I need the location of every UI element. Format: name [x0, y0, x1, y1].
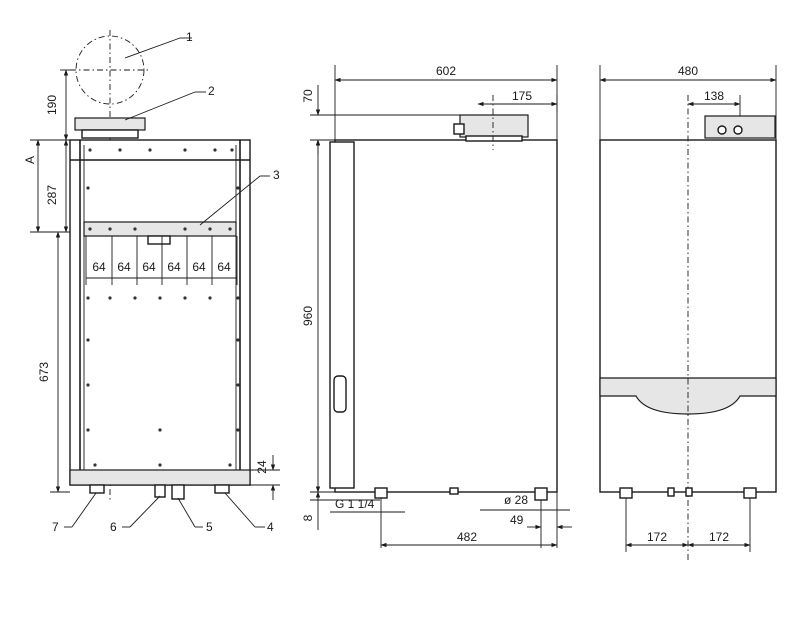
- dim-49: 49: [510, 513, 524, 527]
- spacing-label-2: 64: [117, 260, 131, 274]
- rear-view: 480 138 172 172: [599, 64, 777, 560]
- front-view: 64 64 64 64 64 64 A 190 287 673 24 1 2 3: [23, 30, 280, 534]
- callout-2: 2: [208, 84, 215, 98]
- callout-4: 4: [267, 520, 274, 534]
- dim-24: 24: [255, 460, 269, 474]
- callout-7: 7: [52, 520, 59, 534]
- dim-287: 287: [45, 185, 59, 205]
- spacing-label-1: 64: [92, 260, 106, 274]
- dim-175: 175: [512, 89, 532, 103]
- dia-label: ø 28: [504, 493, 528, 507]
- dim-70: 70: [301, 89, 315, 103]
- dim-190: 190: [45, 95, 59, 115]
- spacing-label-5: 64: [192, 260, 206, 274]
- callout-5: 5: [206, 520, 213, 534]
- boiler-body-side: [334, 139, 558, 493]
- dim-138: 138: [704, 89, 724, 103]
- connection-rail: [83, 221, 237, 237]
- thread-label: G 1 1/4: [335, 497, 375, 511]
- dim-8: 8: [301, 514, 315, 521]
- dim-482: 482: [457, 530, 477, 544]
- dim-172-right: 172: [709, 530, 729, 544]
- mounting-frame: [69, 139, 251, 486]
- dim-480: 480: [678, 64, 698, 78]
- spacing-label-4: 64: [167, 260, 181, 274]
- callout-1: 1: [186, 30, 193, 44]
- dim-172-left: 172: [647, 530, 667, 544]
- dim-602: 602: [436, 64, 456, 78]
- dim-a: A: [23, 156, 37, 164]
- flue-collar: [74, 117, 146, 131]
- dim-673: 673: [37, 362, 51, 382]
- flue-adapter-side: [459, 114, 529, 138]
- spacing-label-6: 64: [217, 260, 231, 274]
- dim-960: 960: [301, 306, 315, 326]
- frame-screws: [86, 148, 240, 467]
- callout-3: 3: [273, 168, 280, 182]
- callout-6: 6: [110, 520, 117, 534]
- flue-circle: [75, 35, 145, 105]
- spacing-label-3: 64: [142, 260, 156, 274]
- side-view: 602 175 70 960 8 G 1 1/4 ø 28 49 482: [301, 64, 572, 548]
